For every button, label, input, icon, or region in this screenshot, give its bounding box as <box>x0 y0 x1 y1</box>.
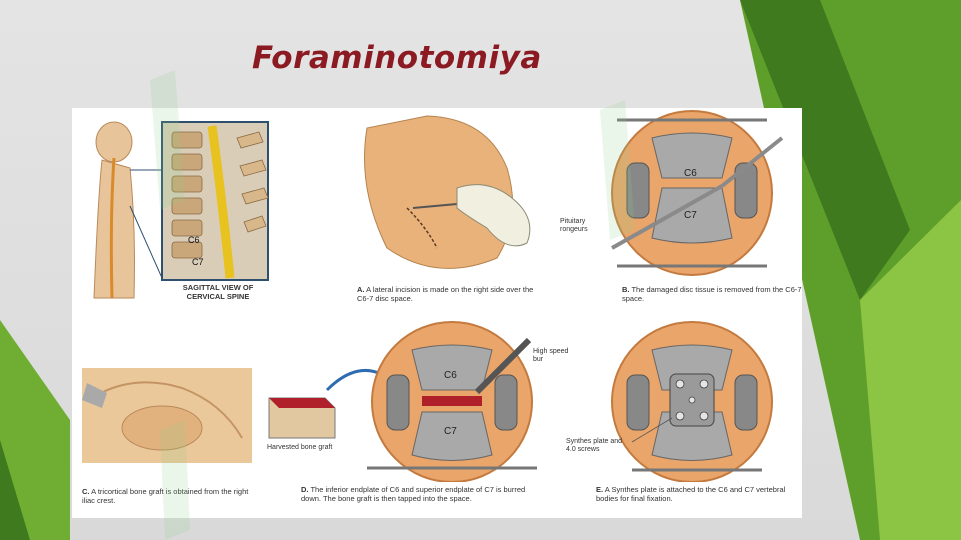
green-band-dark <box>740 0 910 300</box>
panel-d-graft-label: Harvested bone graft <box>267 444 333 451</box>
panel-b-disc-removal: C6 C7 Pituitary rongeurs B. The damaged … <box>560 108 802 308</box>
panel-e-caption: E. A Synthes plate is attached to the C6… <box>596 485 802 503</box>
panel-a-caption: A. A lateral incision is made on the rig… <box>357 285 547 303</box>
panel-d-tool-label: High speed bur <box>533 348 569 363</box>
panel-d-label-c6: C6 <box>444 370 457 381</box>
iliac-crest-drawing <box>82 368 252 463</box>
panel-d-letter: D. <box>301 485 309 494</box>
panel-d-label-c7: C7 <box>444 426 457 437</box>
panel-b-label-c6: C6 <box>684 168 697 179</box>
green-band-light <box>860 200 961 540</box>
panel-c-bone-graft: C. A tricortical bone graft is obtained … <box>72 358 272 518</box>
panel-b-letter: B. <box>622 285 630 294</box>
sagittal-spine-drawing <box>93 121 269 299</box>
panel-e-caption-text: A Synthes plate is attached to the C6 an… <box>596 485 786 503</box>
surgical-illustration: C6 C7 SAGITTAL VIEW OF CERVICAL SPINE A.… <box>72 108 802 518</box>
panel-a-letter: A. <box>357 285 365 294</box>
panel-b-tool-label: Pituitary rongeurs <box>560 218 588 233</box>
panel-e-implant-label: Synthes plate and 4.0 screws <box>566 438 623 453</box>
neck-incision-drawing <box>364 115 531 269</box>
plate-fixation-drawing <box>611 321 773 482</box>
panel-a-caption-text: A lateral incision is made on the right … <box>357 285 534 303</box>
panel-b-caption: B. The damaged disc tissue is removed fr… <box>622 285 802 303</box>
sagittal-caption: SAGITTAL VIEW OF CERVICAL SPINE <box>182 283 254 301</box>
panel-a-incision: A. A lateral incision is made on the rig… <box>347 108 547 308</box>
panel-d-caption: D. The inferior endplate of C6 and super… <box>301 485 541 503</box>
panel-b-label-c7: C7 <box>684 210 697 221</box>
green-band-left-dark <box>0 440 30 540</box>
disc-removal-drawing <box>611 110 784 276</box>
panel-c-caption-text: A tricortical bone graft is obtained fro… <box>82 487 249 505</box>
panel-e-plate-fixation: Synthes plate and 4.0 screws E. A Synthe… <box>566 320 802 518</box>
green-band-left <box>0 320 70 540</box>
panel-c-caption: C. A tricortical bone graft is obtained … <box>82 487 262 505</box>
panel-e-letter: E. <box>596 485 604 494</box>
panel-b-caption-text: The damaged disc tissue is removed from … <box>622 285 802 303</box>
sagittal-label-c6: C6 <box>188 235 200 245</box>
sagittal-label-c7: C7 <box>192 257 204 267</box>
panel-c-letter: C. <box>82 487 90 496</box>
slide-title: Foraminotomiya <box>252 40 542 76</box>
panel-d-caption-text: The inferior endplate of C6 and superior… <box>301 485 526 503</box>
panel-d-burr-and-graft: C6 C7 High speed bur Harvested bone graf… <box>267 320 587 518</box>
burr-graft-drawing <box>268 321 537 482</box>
panel-sagittal-view: C6 C7 SAGITTAL VIEW OF CERVICAL SPINE <box>72 108 272 308</box>
